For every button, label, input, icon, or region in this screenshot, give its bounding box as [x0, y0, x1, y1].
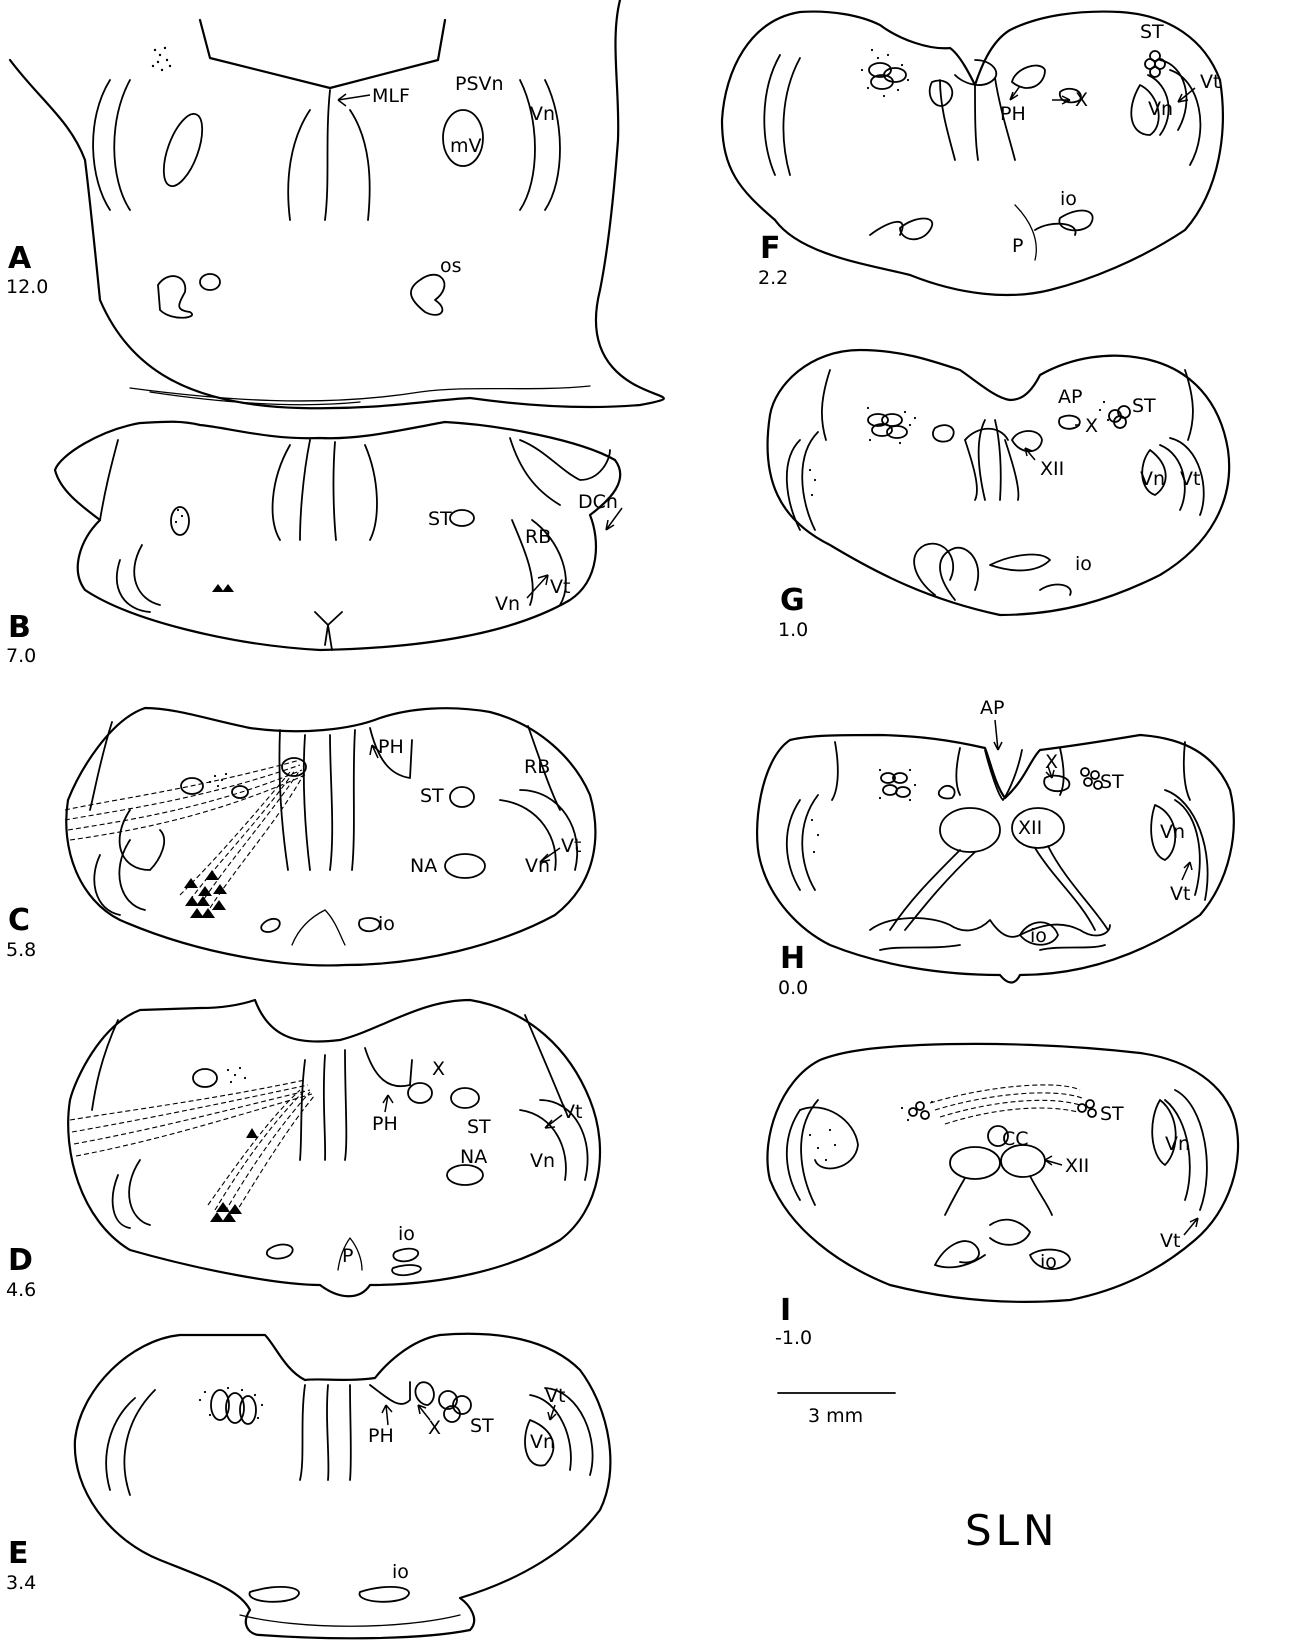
label-vt: Vt [562, 1101, 582, 1123]
label-st: ST [470, 1415, 494, 1437]
label-os: os [440, 255, 462, 277]
label-rb: RB [524, 756, 550, 778]
panel-a-level: 12.0 [6, 276, 48, 298]
label-vn: Vn [530, 1431, 555, 1453]
label-xii: XII [1018, 817, 1042, 839]
section-e: PH X ST Vt Vn io E 3.4 [6, 1334, 610, 1639]
panel-h-level: 0.0 [778, 977, 808, 999]
panel-f-letter: F [760, 231, 781, 266]
label-vt: Vt [550, 576, 570, 598]
panel-f-level: 2.2 [758, 267, 788, 289]
label-x: X [1045, 751, 1058, 773]
panel-e-level: 3.4 [6, 1572, 36, 1594]
section-f: ST Vt X PH Vn P io F 2.2 [722, 12, 1223, 295]
label-io: io [1075, 553, 1092, 575]
label-p: P [342, 1245, 353, 1267]
label-vt: Vt [1200, 71, 1220, 93]
label-vn: Vn [1160, 821, 1185, 843]
label-cc: CC [1002, 1128, 1029, 1150]
label-x: X [1085, 415, 1098, 437]
label-psvn: PSVn [455, 73, 504, 95]
label-ph: PH [378, 736, 404, 758]
label-st: ST [1132, 395, 1156, 417]
label-na: NA [410, 855, 437, 877]
panel-e-letter: E [8, 1536, 29, 1571]
label-vn: Vn [1148, 98, 1173, 120]
label-ph: PH [1000, 103, 1026, 125]
panel-b-level: 7.0 [6, 645, 36, 667]
figure-title: SLN [965, 1506, 1058, 1555]
scale-bar: 3 mm [778, 1393, 895, 1427]
label-st: ST [420, 785, 444, 807]
label-ap: AP [1058, 386, 1082, 408]
label-vn: Vn [530, 1150, 555, 1172]
label-vt: Vt [1170, 883, 1190, 905]
label-vt: Vt [1180, 468, 1200, 490]
section-d: X PH ST Vt Vn NA P io D 4.6 [6, 1000, 600, 1301]
label-vn: Vn [525, 855, 550, 877]
label-mlf: MLF [372, 85, 410, 107]
label-vt: Vt [561, 835, 581, 857]
label-vt: Vt [545, 1385, 565, 1407]
label-io: io [1060, 188, 1077, 210]
label-vn: Vn [495, 593, 520, 615]
label-vt: Vt [1160, 1230, 1180, 1252]
panel-h-letter: H [780, 941, 805, 976]
section-c: PH RB ST Vt Vn NA io C 5.8 [6, 708, 595, 965]
label-mv: mV [450, 135, 482, 157]
label-io: io [1030, 925, 1047, 947]
label-io: io [1040, 1251, 1057, 1273]
panel-i-level: -1.0 [775, 1327, 812, 1349]
panel-a-letter: A [8, 241, 32, 276]
label-st: ST [1100, 771, 1124, 793]
panel-b-letter: B [8, 610, 31, 645]
panel-c-level: 5.8 [6, 939, 36, 961]
label-xii: XII [1040, 458, 1064, 480]
label-io: io [378, 913, 395, 935]
panel-g-level: 1.0 [778, 619, 808, 641]
label-vn: Vn [1140, 468, 1165, 490]
scale-bar-label: 3 mm [808, 1405, 863, 1427]
panel-d-level: 4.6 [6, 1279, 36, 1301]
label-st: ST [428, 508, 452, 530]
panel-i-letter: I [780, 1293, 791, 1328]
label-x: X [1075, 89, 1088, 111]
label-st: ST [1100, 1103, 1124, 1125]
label-x: X [432, 1058, 445, 1080]
section-a: MLF PSVn Vn mV os A 12.0 [6, 0, 664, 408]
label-ap: AP [980, 697, 1004, 719]
label-io: io [392, 1561, 409, 1583]
label-ph: PH [372, 1113, 398, 1135]
label-st: ST [467, 1116, 491, 1138]
label-p: P [1012, 235, 1023, 257]
label-xii: XII [1065, 1155, 1089, 1177]
label-io: io [398, 1223, 415, 1245]
label-st: ST [1140, 21, 1164, 43]
panel-c-letter: C [8, 903, 30, 938]
label-na: NA [460, 1146, 487, 1168]
section-b: DCn RB ST Vn Vt B 7.0 [6, 422, 622, 667]
label-vn: Vn [1165, 1133, 1190, 1155]
section-h: AP X ST XII Vn Vt io H 0.0 [757, 697, 1234, 999]
label-dcn: DCn [578, 491, 618, 513]
label-x: X [428, 1417, 441, 1439]
panel-g-letter: G [780, 583, 805, 618]
label-ph: PH [368, 1425, 394, 1447]
label-vn: Vn [530, 103, 555, 125]
section-i: ST CC XII Vn Vt io I -1.0 [767, 1044, 1238, 1349]
section-g: AP ST X XII Vn Vt io G 1.0 [768, 350, 1230, 641]
label-rb: RB [525, 526, 551, 548]
panel-d-letter: D [8, 1243, 33, 1278]
